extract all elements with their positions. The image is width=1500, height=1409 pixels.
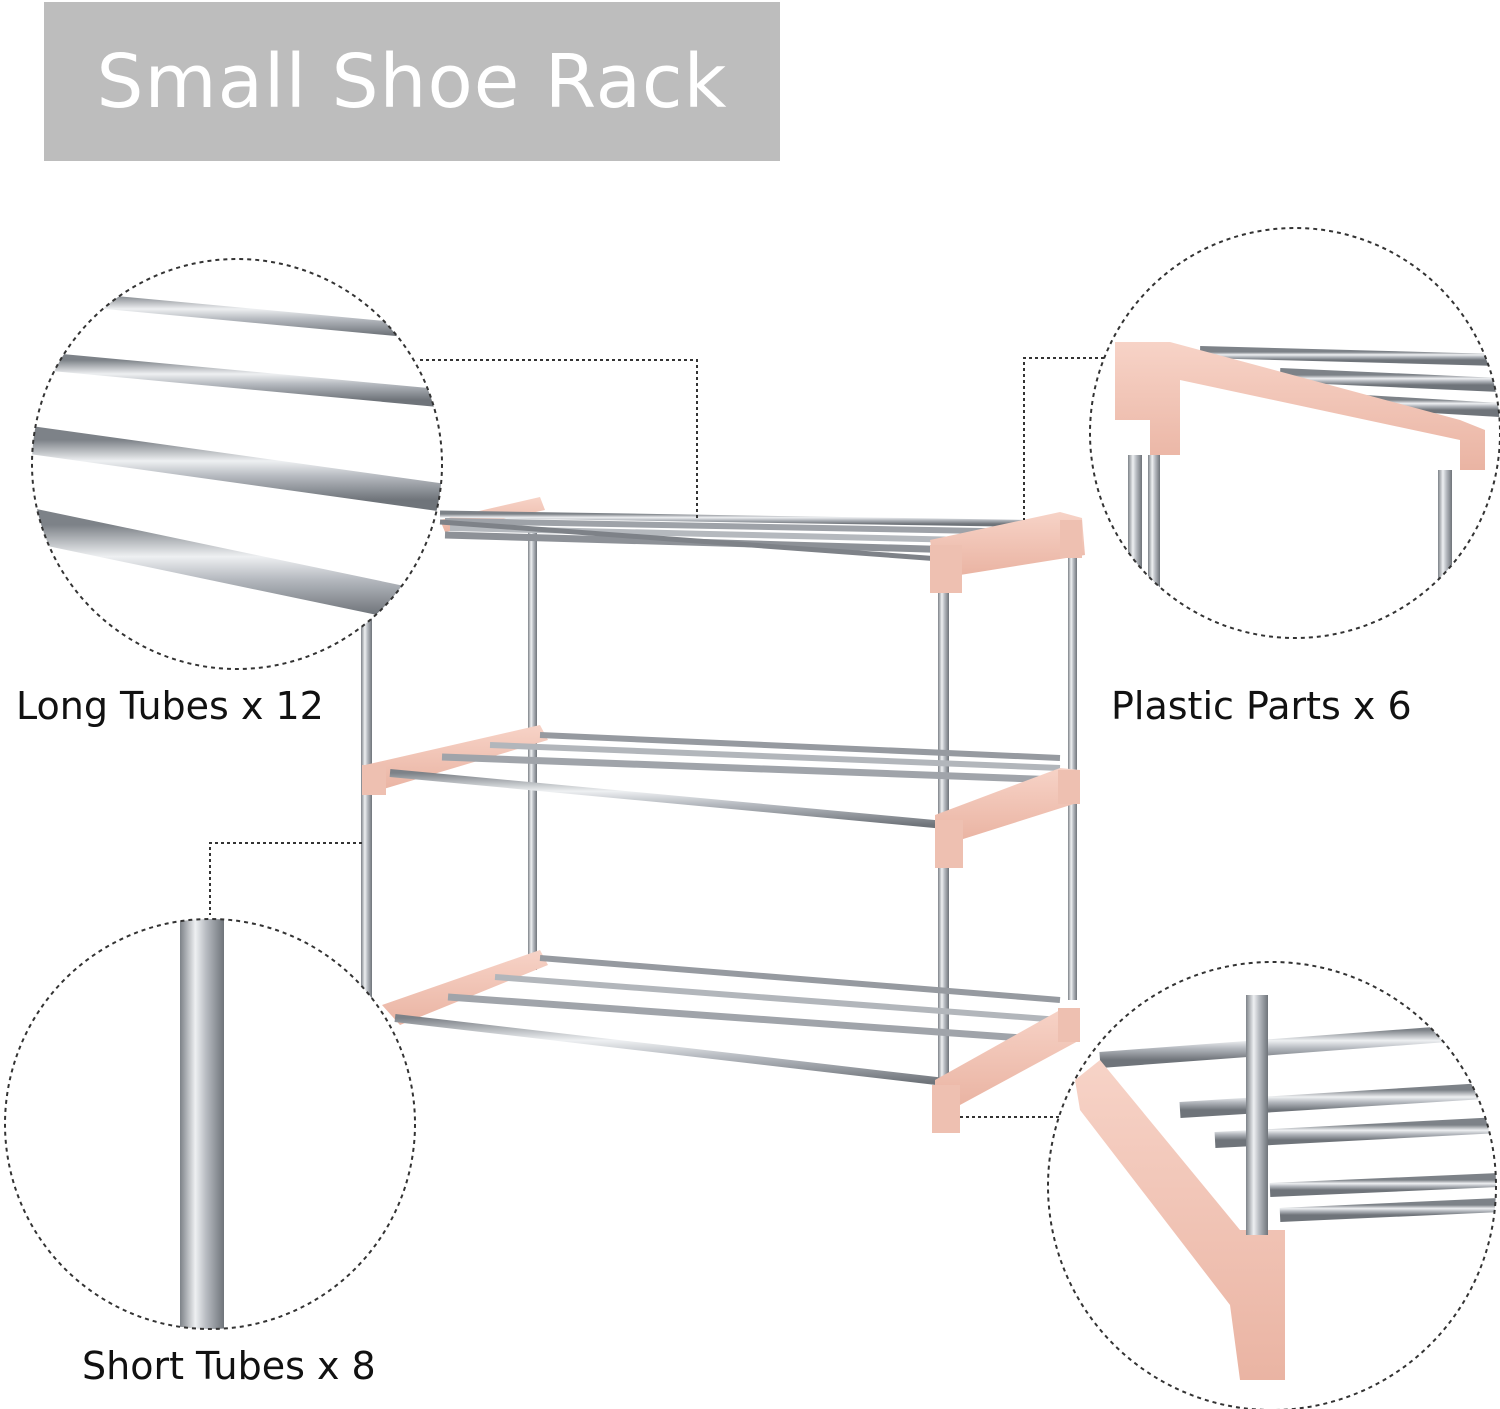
label-plastic-parts: Plastic Parts x 6: [1111, 684, 1412, 728]
callout-lines: [209, 357, 1110, 1118]
label-short-tubes: Short Tubes x 8: [82, 1344, 376, 1388]
label-long-tubes: Long Tubes x 12: [16, 684, 324, 728]
front-post-left: [361, 600, 372, 1000]
detail-circle-long-tubes: [31, 258, 443, 670]
top-shelf: [439, 497, 1085, 593]
page-title: Small Shoe Rack: [96, 38, 728, 125]
callout-plastic-parts: [1023, 357, 1110, 520]
callout-short-tubes: [209, 842, 362, 915]
shoe-rack: [361, 497, 1085, 1133]
back-post-left: [528, 530, 537, 970]
detail-circle-plastic-joint: [1047, 961, 1497, 1409]
title-banner: Small Shoe Rack: [44, 2, 780, 161]
middle-shelf: [362, 725, 1080, 868]
bottom-shelf: [382, 950, 1080, 1133]
detail-circle-plastic-parts: [1089, 227, 1500, 639]
callout-long-tubes: [420, 359, 698, 520]
detail-circle-short-tubes: [4, 918, 416, 1330]
